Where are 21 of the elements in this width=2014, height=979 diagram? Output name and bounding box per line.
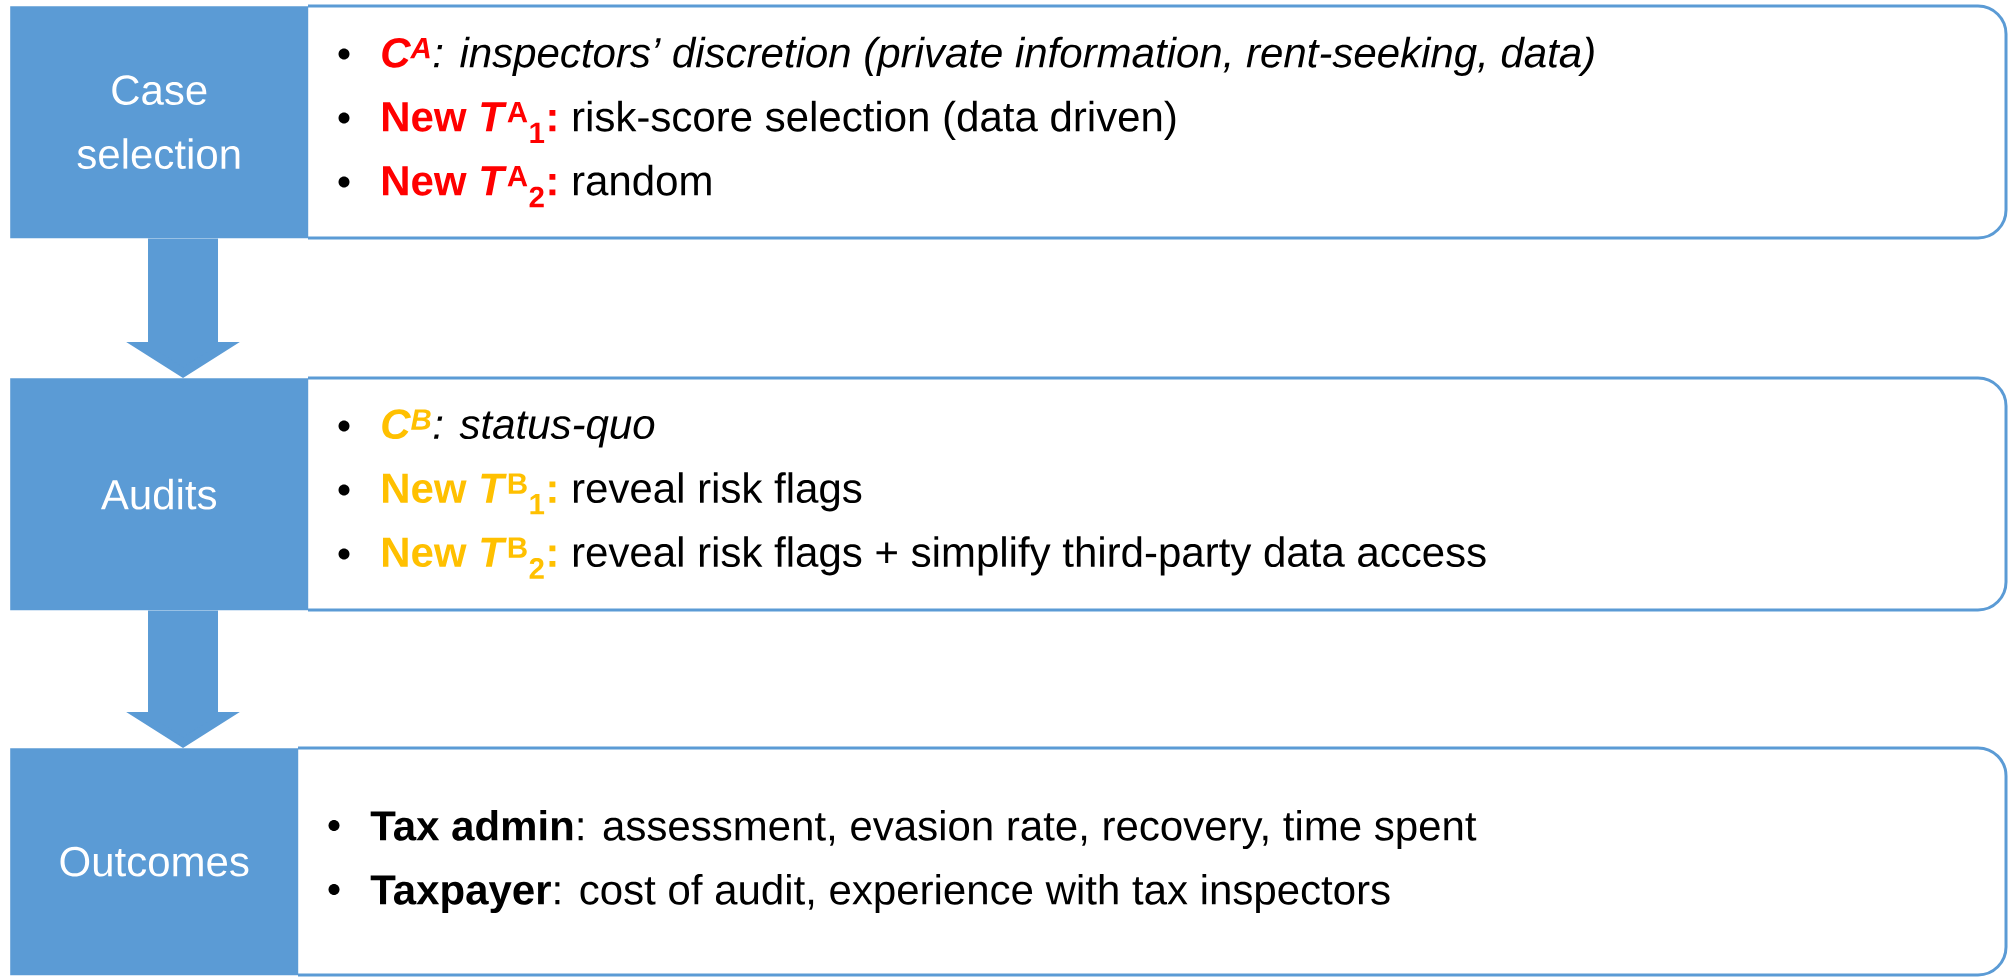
bullet-list: Tax admin: assessment, evasion rate, recovery, time spent Taxpayer: cost of audit, experience with tax inspectors [370, 809, 1477, 914]
node-label: reveal risk flags + simplify third-party data access [573, 536, 1486, 576]
node-label: C$^{B}$ [382, 409, 431, 440]
bullet-list: C$^{B}$: status-quo New T$^{B}$$_{1}$: reveal risk flags New T$^{B}$$_{2}$: reveal risk flags + simplify third-party data access [382, 409, 1486, 579]
node-label: C$^{A}$ [382, 37, 430, 68]
label-tab: Outcomes [10, 748, 299, 976]
node-label: risk-score selection (data driven) [573, 100, 1176, 140]
node-label: New T$^{B}$$_{1}$: [383, 473, 556, 515]
node-label: random [573, 164, 711, 196]
node-label: New T$^{A}$$_{1}$: [383, 101, 556, 143]
node-label: New T$^{A}$$_{2}$: [383, 165, 556, 208]
label-tab: Audits [10, 378, 309, 611]
bullet-list: C$^{A}$: inspectors’ discretion (private information, rent-seeking, data) New T$^{A}$$_{1}$: risk-score selection (data driven) New T$^{A}$$_{2}$: random [382, 36, 1594, 208]
content-box [298, 746, 2008, 977]
content-box [308, 376, 2008, 612]
content-box [308, 4, 2008, 240]
node-label: : status-quo [433, 411, 655, 448]
node-label: : inspectors’ discretion (private information, rent-seeking, data) [433, 36, 1594, 76]
label-tab: Case selection [10, 6, 309, 239]
node-label: New T$^{B}$$_{2}$: [383, 537, 556, 579]
node-label: reveal risk flags [573, 472, 862, 512]
